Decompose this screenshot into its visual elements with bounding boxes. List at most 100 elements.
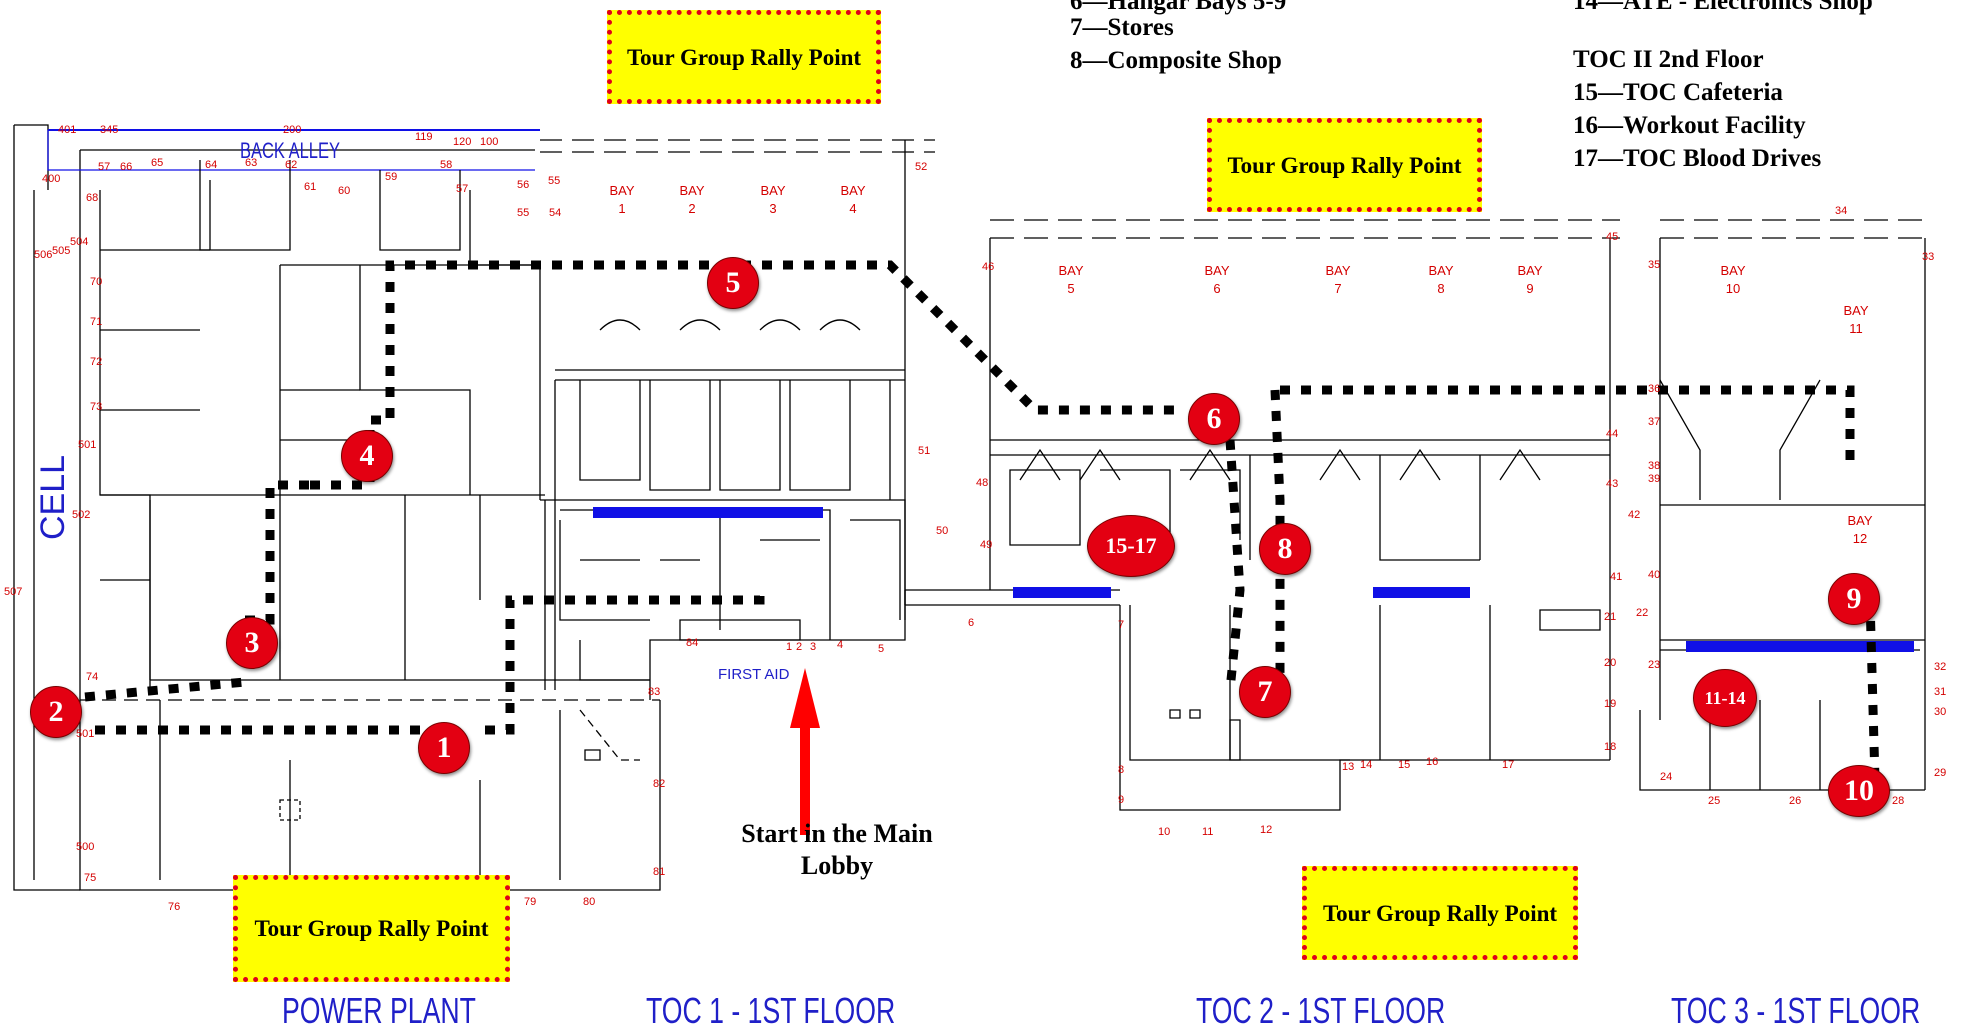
svg-text:60: 60 [338,185,350,197]
svg-text:19: 19 [1604,698,1616,710]
tour-stop-15-17: 15-17 [1087,515,1175,577]
svg-text:13: 13 [1342,761,1354,773]
svg-text:68: 68 [86,192,98,204]
legend-item-14: 14—ATE - Electronics Shop [1573,0,1873,15]
tour-stop-2: 2 [30,686,82,738]
svg-text:4: 4 [849,201,856,216]
svg-text:72: 72 [90,356,102,368]
svg-text:34: 34 [1835,205,1847,217]
svg-text:6: 6 [1213,281,1220,296]
svg-text:66: 66 [120,161,132,173]
svg-text:BAY: BAY [1428,263,1453,278]
svg-text:39: 39 [1648,473,1660,485]
tour-stop-1: 1 [418,722,470,774]
svg-text:37: 37 [1648,416,1660,428]
svg-text:4: 4 [837,639,843,651]
tour-stop-10: 10 [1828,765,1890,817]
svg-text:81: 81 [653,866,665,878]
svg-text:48: 48 [976,477,988,489]
svg-text:1: 1 [618,201,625,216]
svg-text:12: 12 [1853,531,1867,546]
svg-text:BAY: BAY [760,183,785,198]
svg-text:21: 21 [1604,611,1616,623]
svg-text:120: 120 [453,136,471,148]
rally-point-top-center: Tour Group Rally Point [1207,118,1482,212]
svg-text:BAY: BAY [679,183,704,198]
svg-text:30: 30 [1934,706,1946,718]
svg-text:1: 1 [786,641,792,653]
blue-corridor-bars [593,507,1914,652]
svg-text:119: 119 [415,131,433,143]
svg-text:36: 36 [1648,383,1660,395]
svg-text:55: 55 [548,175,560,187]
svg-text:100: 100 [480,136,498,148]
svg-text:400: 400 [42,173,60,185]
legend-item-17: 17—TOC Blood Drives [1573,145,1822,172]
svg-text:BAY: BAY [840,183,865,198]
svg-text:82: 82 [653,778,665,790]
svg-text:5: 5 [878,643,884,655]
svg-text:70: 70 [90,276,102,288]
svg-text:59: 59 [385,171,397,183]
svg-text:5: 5 [1067,281,1074,296]
svg-text:506: 506 [34,249,52,261]
svg-text:79: 79 [524,896,536,908]
svg-text:BAY: BAY [1204,263,1229,278]
svg-text:52: 52 [915,161,927,173]
svg-text:83: 83 [648,686,660,698]
svg-text:18: 18 [1604,741,1616,753]
svg-text:80: 80 [583,896,595,908]
svg-text:7: 7 [1118,619,1124,631]
svg-text:507: 507 [4,586,22,598]
tour-stop-7: 7 [1239,666,1291,718]
svg-text:46: 46 [982,261,994,273]
floor-label-power-plant: POWER PLANT [282,990,476,1031]
svg-text:73: 73 [90,401,102,413]
cell-label: CELL [34,454,72,540]
svg-text:BAY: BAY [609,183,634,198]
floor-label-toc1: TOC 1 - 1ST FLOOR [646,990,896,1031]
legend-item-15: 15—TOC Cafeteria [1573,79,1783,106]
svg-text:345: 345 [100,124,118,136]
legend-heading-toc2: TOC II 2nd Floor [1573,46,1764,73]
svg-text:3: 3 [769,201,776,216]
svg-text:75: 75 [84,872,96,884]
legend-item-8: 8—Composite Shop [1070,47,1282,74]
svg-text:63: 63 [245,157,257,169]
svg-text:71: 71 [90,316,102,328]
svg-text:56: 56 [517,179,529,191]
svg-text:9: 9 [1526,281,1533,296]
svg-text:501: 501 [76,728,94,740]
tour-stop-6: 6 [1188,393,1240,445]
svg-text:401: 401 [58,124,76,136]
svg-text:65: 65 [151,157,163,169]
svg-text:24: 24 [1660,771,1672,783]
rally-point-bottom-left: Tour Group Rally Point [233,875,510,982]
svg-text:26: 26 [1789,795,1801,807]
svg-text:43: 43 [1606,478,1618,490]
svg-text:64: 64 [205,159,217,171]
svg-text:45: 45 [1606,231,1618,243]
legend-item-16: 16—Workout Facility [1573,112,1806,139]
svg-text:505: 505 [52,245,70,257]
svg-text:2: 2 [688,201,695,216]
svg-text:BAY: BAY [1720,263,1745,278]
svg-text:9: 9 [1118,794,1124,806]
svg-text:54: 54 [549,207,561,219]
rally-point-bottom-center: Tour Group Rally Point [1302,866,1578,960]
svg-text:35: 35 [1648,259,1660,271]
svg-text:11: 11 [1849,321,1863,336]
svg-text:200: 200 [283,124,301,136]
svg-text:504: 504 [70,236,88,248]
tour-stop-9: 9 [1828,573,1880,625]
svg-text:55: 55 [517,207,529,219]
svg-text:49: 49 [980,539,992,551]
svg-text:8: 8 [1437,281,1444,296]
svg-text:BAY: BAY [1847,513,1872,528]
tour-stop-3: 3 [226,617,278,669]
svg-text:14: 14 [1360,759,1372,771]
svg-text:25: 25 [1708,795,1720,807]
svg-text:11: 11 [1202,826,1213,838]
svg-text:BAY: BAY [1325,263,1350,278]
